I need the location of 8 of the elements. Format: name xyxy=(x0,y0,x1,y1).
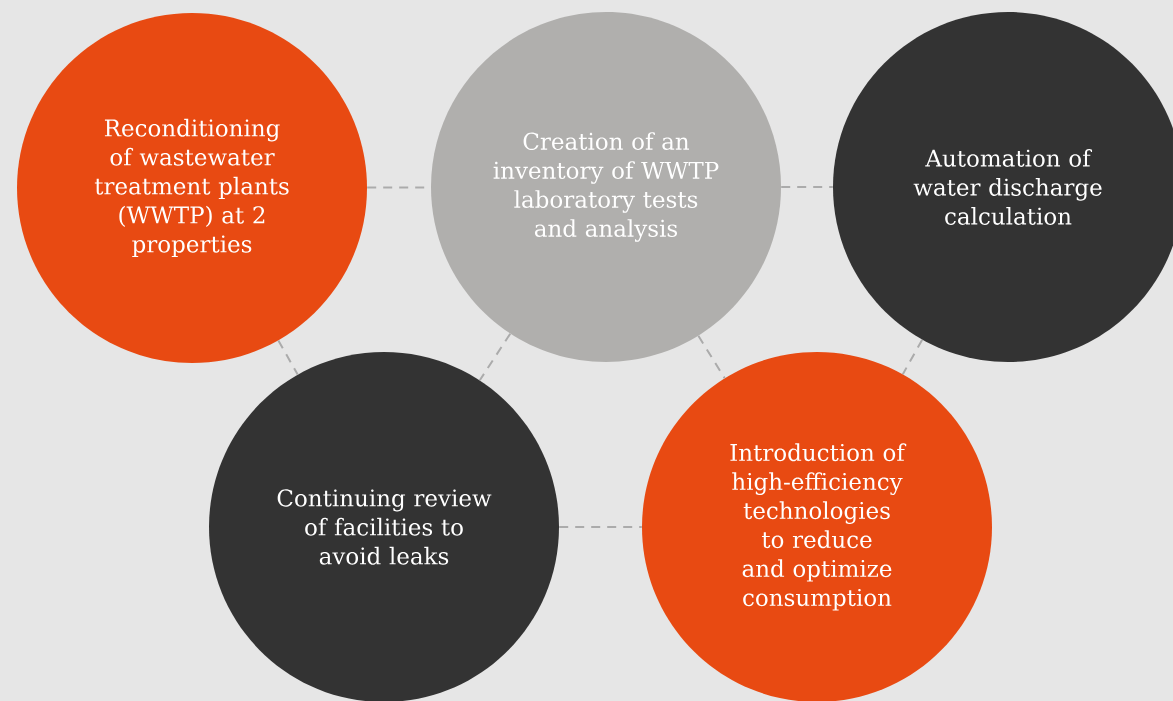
dashed-connector xyxy=(478,332,512,382)
dashed-connector xyxy=(780,186,834,188)
circle-node: Reconditioning of wastewater treatment plants (WWTP) at 2 properties xyxy=(17,13,367,363)
dashed-connector xyxy=(697,334,726,380)
dashed-connector xyxy=(558,526,643,528)
circle-node: Creation of an inventory of WWTP laboratory tests and analysis xyxy=(431,12,781,362)
dashed-connector xyxy=(277,339,299,376)
dashed-connector xyxy=(901,338,924,376)
